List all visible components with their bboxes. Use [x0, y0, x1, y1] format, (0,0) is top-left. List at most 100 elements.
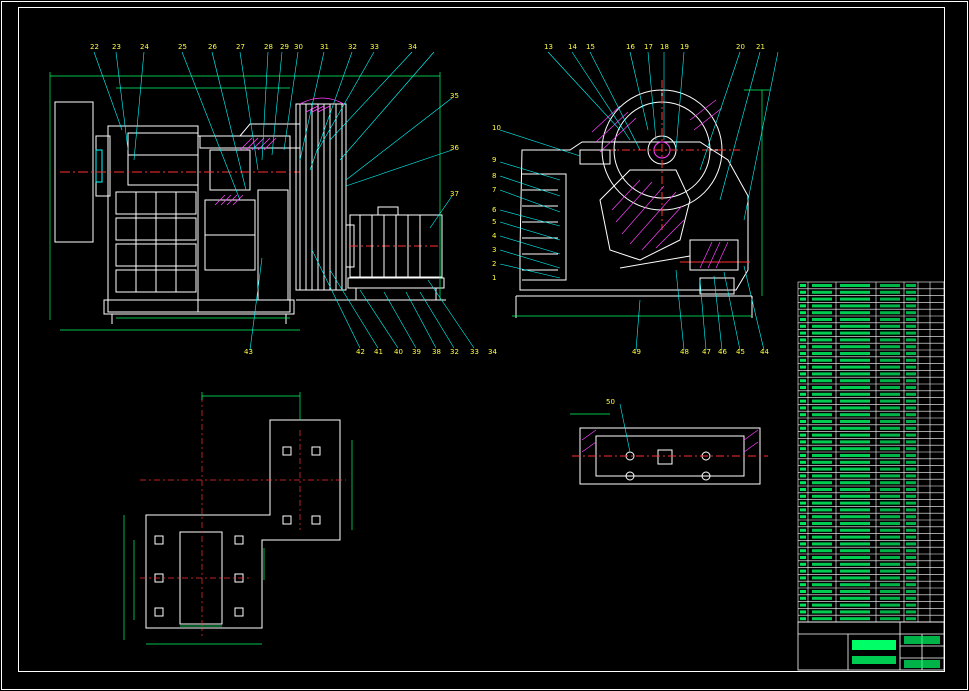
- table-cell-mark: [880, 331, 900, 335]
- table-cell-mark: [812, 420, 832, 423]
- callout-number: 27: [236, 43, 245, 51]
- table-cell-mark: [906, 440, 916, 444]
- table-cell-mark: [812, 460, 832, 464]
- table-cell-mark: [906, 535, 916, 539]
- table-cell-mark: [840, 426, 870, 430]
- table-cell-mark: [800, 440, 806, 444]
- table-cell-mark: [880, 379, 900, 383]
- table-cell-mark: [906, 365, 916, 369]
- table-cell-mark: [812, 467, 832, 471]
- table-cell-mark: [800, 311, 806, 315]
- table-cell-mark: [906, 542, 916, 546]
- table-cell-mark: [800, 399, 806, 403]
- table-cell-mark: [812, 386, 832, 389]
- table-cell-mark: [812, 365, 832, 369]
- table-cell-mark: [840, 610, 870, 614]
- table-cell-mark: [906, 454, 916, 457]
- callout-number: 25: [178, 43, 187, 51]
- table-cell-mark: [840, 460, 870, 464]
- table-cell-mark: [800, 467, 806, 471]
- table-cell-mark: [812, 481, 832, 485]
- callout-number: 49: [632, 348, 641, 356]
- table-cell-mark: [906, 494, 916, 498]
- crusher-frame-front: [107, 125, 199, 313]
- side-section-view: [499, 51, 779, 351]
- callout-number: 17: [644, 43, 653, 51]
- table-cell-mark: [812, 596, 832, 600]
- table-cell-mark: [812, 379, 832, 383]
- callout-number: 46: [718, 348, 727, 356]
- table-cell-mark: [840, 583, 870, 587]
- table-cell-mark: [906, 345, 916, 349]
- table-cell-mark: [880, 508, 900, 512]
- table-cell-mark: [880, 413, 900, 417]
- table-cell-mark: [880, 290, 900, 294]
- table-cell-mark: [812, 494, 832, 498]
- callout-number: 9: [492, 156, 496, 164]
- table-cell-mark: [906, 549, 916, 553]
- table-cell-mark: [840, 501, 870, 505]
- table-cell-mark: [800, 562, 806, 566]
- table-cell-mark: [800, 379, 806, 383]
- table-cell-mark: [880, 515, 900, 519]
- table-cell-mark: [840, 352, 870, 355]
- table-cell-mark: [800, 426, 806, 430]
- table-cell-mark: [880, 528, 900, 532]
- table-cell-mark: [840, 413, 870, 417]
- table-cell-mark: [906, 515, 916, 519]
- table-cell-mark: [840, 399, 870, 403]
- table-cell-mark: [812, 399, 832, 403]
- table-cell-mark: [840, 284, 870, 287]
- table-cell-mark: [812, 562, 832, 566]
- table-cell-mark: [800, 528, 806, 532]
- table-cell-mark: [800, 590, 806, 593]
- table-cell-mark: [880, 324, 900, 328]
- table-cell-mark: [840, 542, 870, 546]
- table-cell-mark: [906, 433, 916, 437]
- callout-number: 34: [408, 43, 417, 51]
- table-cell-mark: [812, 345, 832, 349]
- table-cell-mark: [800, 352, 806, 355]
- table-cell-mark: [906, 290, 916, 294]
- table-cell-mark: [800, 433, 806, 437]
- table-cell-mark: [800, 603, 806, 607]
- table-cell-mark: [800, 610, 806, 614]
- sheave-front: [295, 103, 347, 291]
- base-frame-outline: [579, 427, 761, 485]
- callout-number: 44: [760, 348, 769, 356]
- table-cell-mark: [840, 372, 870, 376]
- table-cell-mark: [800, 318, 806, 321]
- table-cell-mark: [840, 324, 870, 328]
- table-cell-mark: [840, 379, 870, 383]
- table-cell-mark: [812, 583, 832, 587]
- table-cell-mark: [906, 304, 916, 308]
- front-elevation-view: [49, 51, 475, 351]
- table-cell-mark: [812, 569, 832, 573]
- table-cell-mark: [800, 460, 806, 464]
- table-cell-mark: [800, 535, 806, 539]
- table-cell-mark: [906, 399, 916, 403]
- table-cell-mark: [906, 338, 916, 342]
- callout-number: 38: [432, 348, 441, 356]
- table-cell-mark: [812, 474, 832, 478]
- table-cell-mark: [800, 386, 806, 389]
- table-cell-mark: [840, 528, 870, 532]
- table-cell-mark: [800, 290, 806, 294]
- callout-number: 45: [736, 348, 745, 356]
- table-cell-mark: [906, 297, 916, 301]
- table-cell-mark: [812, 454, 832, 457]
- callout-number: 13: [544, 43, 553, 51]
- table-cell-mark: [812, 603, 832, 607]
- table-cell-mark: [906, 488, 916, 491]
- table-cell-mark: [800, 406, 806, 410]
- table-cell-mark: [840, 454, 870, 457]
- table-cell-mark: [800, 447, 806, 451]
- table-cell-mark: [906, 386, 916, 389]
- swing-jaw: [599, 169, 691, 261]
- table-cell-mark: [906, 569, 916, 573]
- table-cell-mark: [906, 352, 916, 355]
- table-cell-mark: [906, 460, 916, 464]
- table-cell-mark: [906, 590, 916, 593]
- callout-number: 50: [606, 398, 615, 406]
